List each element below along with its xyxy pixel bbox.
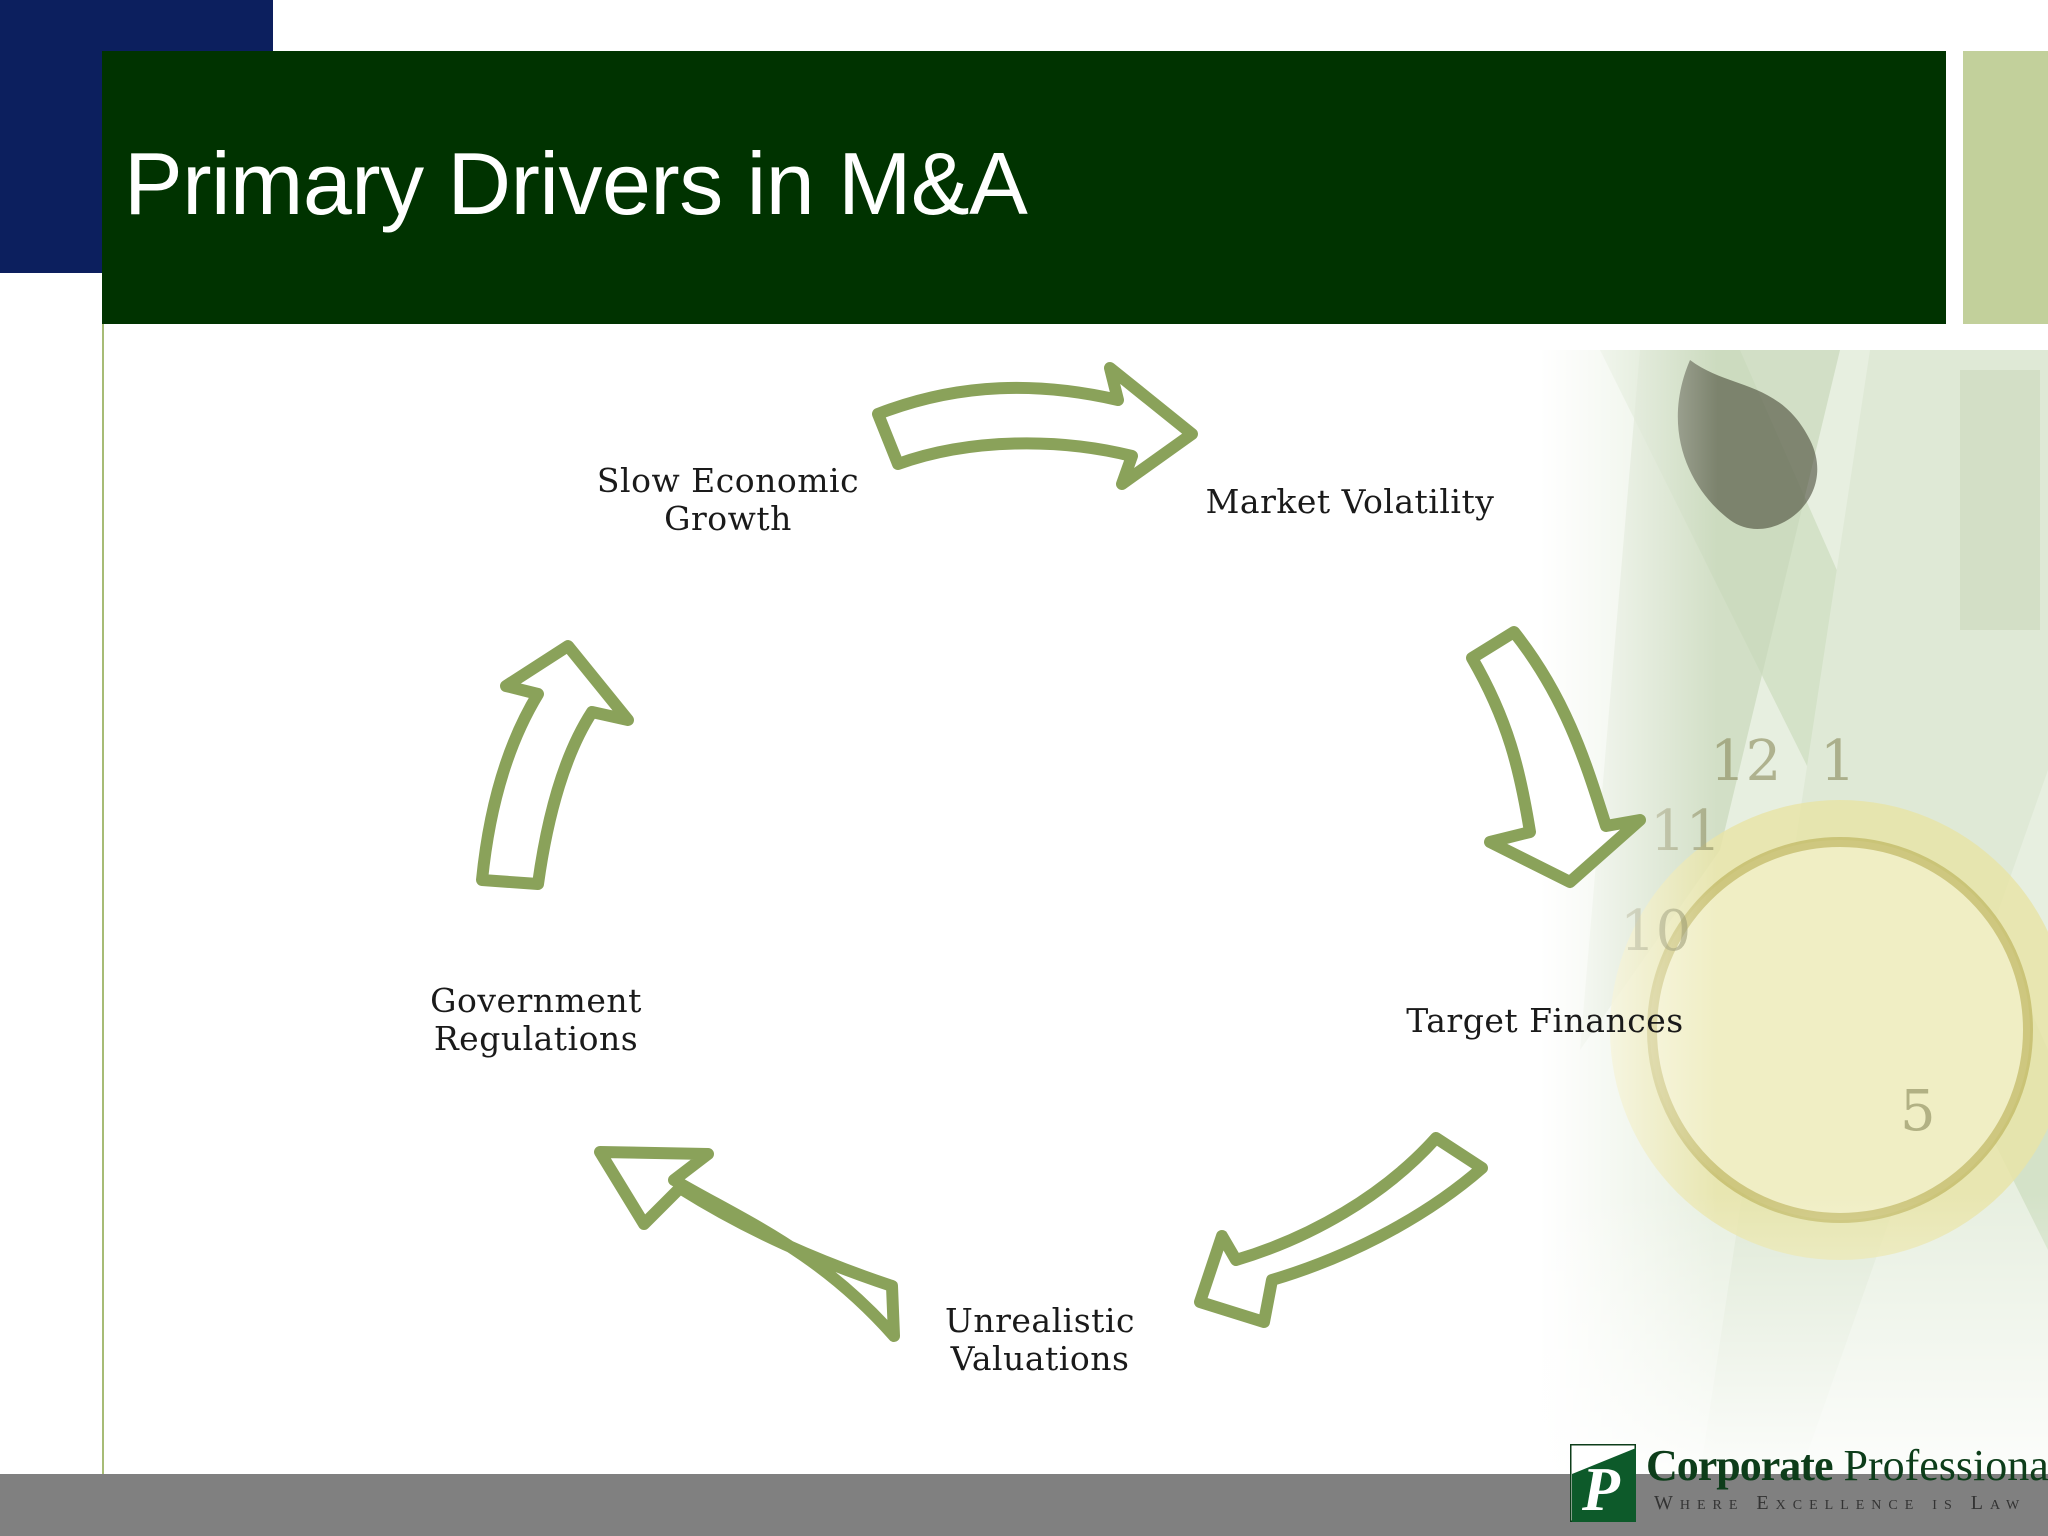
node-government-regulations: Government Regulations (430, 981, 642, 1058)
logo-p-mark-icon: P (1570, 1444, 1636, 1522)
cycle-arrow-2 (1466, 626, 1646, 888)
logo-wordmark: Corporate Professionals (1646, 1441, 2048, 1490)
title-bar (102, 51, 1946, 324)
node-target-finances: Target Finances (1406, 1001, 1684, 1040)
corporate-professionals-logo: P Corporate Professionals Where Excellen… (1566, 1440, 2048, 1536)
svg-text:P: P (1581, 1456, 1621, 1522)
node-unrealistic-valuations: Unrealistic Valuations (945, 1301, 1135, 1378)
node-market-volatility: Market Volatility (1205, 482, 1495, 521)
logo-tagline: Where Excellence is Law (1654, 1492, 2027, 1514)
cycle-arrow-5 (476, 640, 634, 890)
money-clock-background-image: 12 1 11 10 5 (1540, 350, 2048, 1474)
footer-bar (0, 1474, 2048, 1536)
node-slow-economic-growth: Slow Economic Growth (596, 461, 860, 538)
cycle-arrow-1 (872, 362, 1198, 490)
left-rule (102, 324, 104, 1474)
slide-title: Primary Drivers in M&A (124, 134, 1028, 233)
accent-bar (1963, 51, 2048, 324)
cycle-arrow-3 (1194, 1132, 1488, 1328)
cycle-arrow-4 (594, 1146, 900, 1342)
